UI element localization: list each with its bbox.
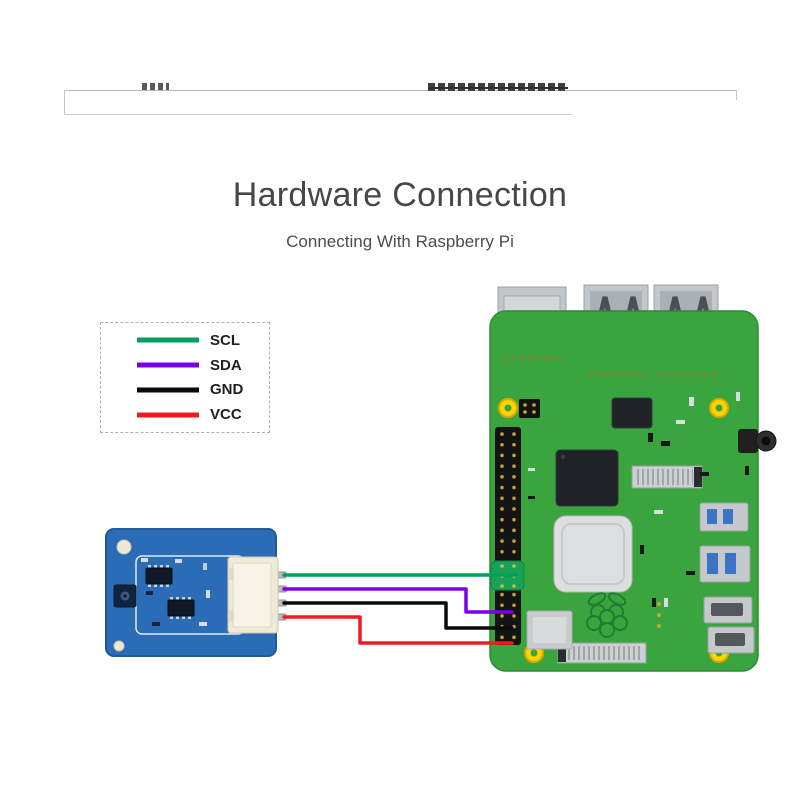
page-subtitle: Connecting With Raspberry Pi — [286, 232, 514, 251]
pi-passive-components — [528, 392, 749, 628]
gnd-wire-swatch — [137, 387, 199, 393]
legend-label-gnd: GND — [210, 381, 244, 399]
remnant-text-fragment-left — [142, 83, 169, 90]
sensor-ic-chip — [145, 565, 173, 587]
soc-metal-lid — [553, 515, 633, 593]
legend-item-vcc: VCC — [137, 407, 269, 422]
page-title: Hardware Connection — [232, 176, 568, 214]
raspberry-pi-board — [489, 284, 777, 672]
camera-connector — [631, 465, 703, 489]
legend-item-scl: SCL — [137, 333, 269, 348]
remnant-strike-line — [428, 87, 568, 89]
usb3-connector — [699, 502, 749, 532]
connection-wires — [282, 573, 518, 645]
audio-jack — [738, 429, 777, 453]
display-connector — [557, 642, 647, 664]
sd-card-slot — [526, 610, 573, 650]
remnant-right-border — [736, 90, 737, 100]
usb3-connector — [699, 545, 751, 583]
raspberry-pi-logo — [586, 592, 628, 638]
micro-hdmi-port — [707, 626, 755, 654]
legend-label-vcc: VCC — [210, 406, 242, 424]
legend-item-gnd: GND — [137, 382, 269, 397]
sensor-element — [113, 584, 137, 608]
sensor-jst-connector — [227, 556, 287, 634]
sda-wire-swatch — [137, 362, 199, 368]
wire-vcc — [282, 615, 514, 645]
remnant-left-border — [64, 90, 65, 114]
poe-header — [519, 399, 540, 418]
micro-hdmi-port — [703, 596, 753, 624]
remnant-top-border — [64, 90, 737, 91]
sensor-passive-components — [141, 558, 210, 626]
legend-item-sda: SDA — [137, 358, 269, 373]
legend-label-sda: SDA — [210, 356, 242, 374]
scl-wire-swatch — [137, 337, 199, 343]
usb-controller-chip — [611, 397, 653, 429]
sensor-mount-hole — [113, 640, 125, 652]
wire-gnd — [282, 601, 514, 630]
vcc-wire-swatch — [137, 412, 199, 418]
remnant-bottom-border — [64, 114, 572, 115]
legend-label-scl: SCL — [210, 331, 240, 349]
sensor-module-board — [105, 528, 287, 657]
ram-chip — [555, 449, 619, 507]
connector-solder-pins — [504, 356, 716, 376]
sensor-mount-hole — [116, 539, 132, 555]
sensor-ic-chip — [167, 597, 195, 619]
wire-legend: SCL SDA GND VCC — [100, 322, 270, 433]
wire-sda — [282, 587, 514, 614]
